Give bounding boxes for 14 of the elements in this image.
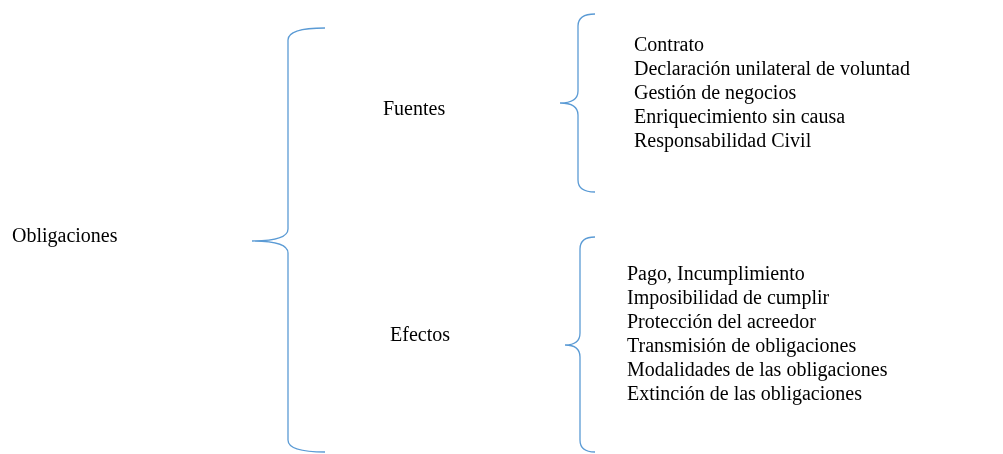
list-text: Obligaciones xyxy=(12,224,118,247)
list-text: Protección del acreedor xyxy=(627,310,816,333)
list-text: Extinción de las obligaciones xyxy=(627,382,862,405)
list-text: Contrato xyxy=(634,33,704,56)
list-text: Fuentes xyxy=(383,97,446,120)
list-text: Efectos xyxy=(390,323,450,346)
list-text: Responsabilidad Civil xyxy=(634,129,812,152)
list-text: Gestión de negocios xyxy=(634,81,797,104)
list-text: Modalidades de las obligaciones xyxy=(627,358,888,381)
list-text: Transmisión de obligaciones xyxy=(627,334,857,357)
list-text: Imposibilidad de cumplir xyxy=(627,286,830,309)
list-text: Enriquecimiento sin causa xyxy=(634,105,846,128)
list-text: Declaración unilateral de voluntad xyxy=(634,57,910,80)
list-text: Pago, Incumplimiento xyxy=(627,262,805,285)
